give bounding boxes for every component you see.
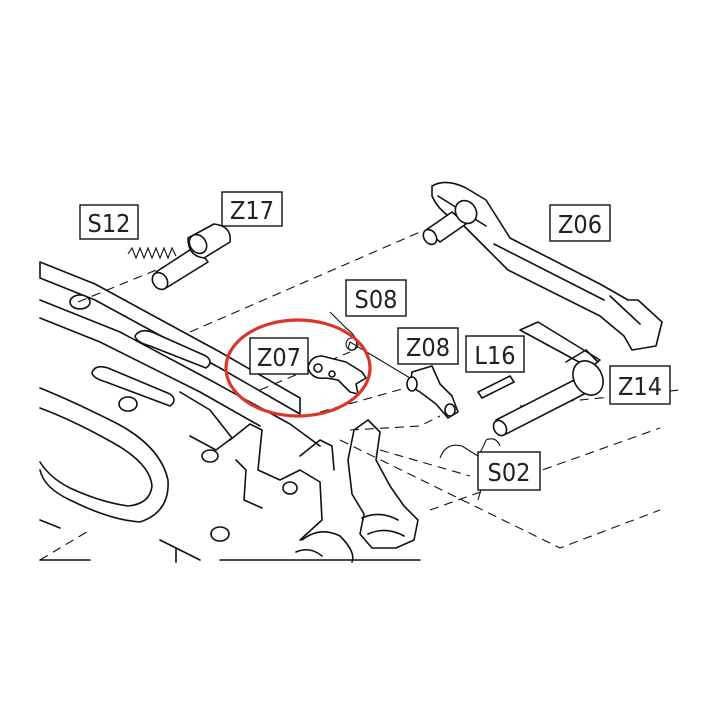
pin-l16 <box>477 375 515 399</box>
svg-text:S12: S12 <box>88 209 131 238</box>
part-z14 <box>492 321 604 437</box>
part-z07 <box>307 355 367 395</box>
svg-text:Z08: Z08 <box>406 333 450 362</box>
label-z08: Z08 <box>397 327 459 365</box>
z07-highlight-ellipse <box>224 318 372 418</box>
label-z14: Z14 <box>609 365 671 405</box>
svg-text:S08: S08 <box>355 285 398 314</box>
spring-s12 <box>127 246 177 260</box>
label-l16: L16 <box>465 335 525 373</box>
label-z07: Z07 <box>249 337 309 375</box>
frame-part <box>39 261 421 563</box>
svg-text:Z07: Z07 <box>257 343 301 372</box>
slide-stop-z06 <box>422 181 663 351</box>
label-s12: S12 <box>79 204 139 240</box>
label-s08: S08 <box>345 279 407 317</box>
svg-text:Z06: Z06 <box>558 210 602 239</box>
label-z17: Z17 <box>221 191 283 227</box>
assembly-guide-lines <box>39 231 681 561</box>
pin-z17 <box>151 223 231 291</box>
svg-text:S02: S02 <box>488 458 531 487</box>
part-z08 <box>406 365 459 419</box>
svg-text:Z14: Z14 <box>618 372 662 401</box>
svg-text:Z17: Z17 <box>230 196 274 225</box>
svg-text:L16: L16 <box>474 341 515 370</box>
label-s02: S02 <box>477 451 541 491</box>
label-z06: Z06 <box>549 204 611 242</box>
